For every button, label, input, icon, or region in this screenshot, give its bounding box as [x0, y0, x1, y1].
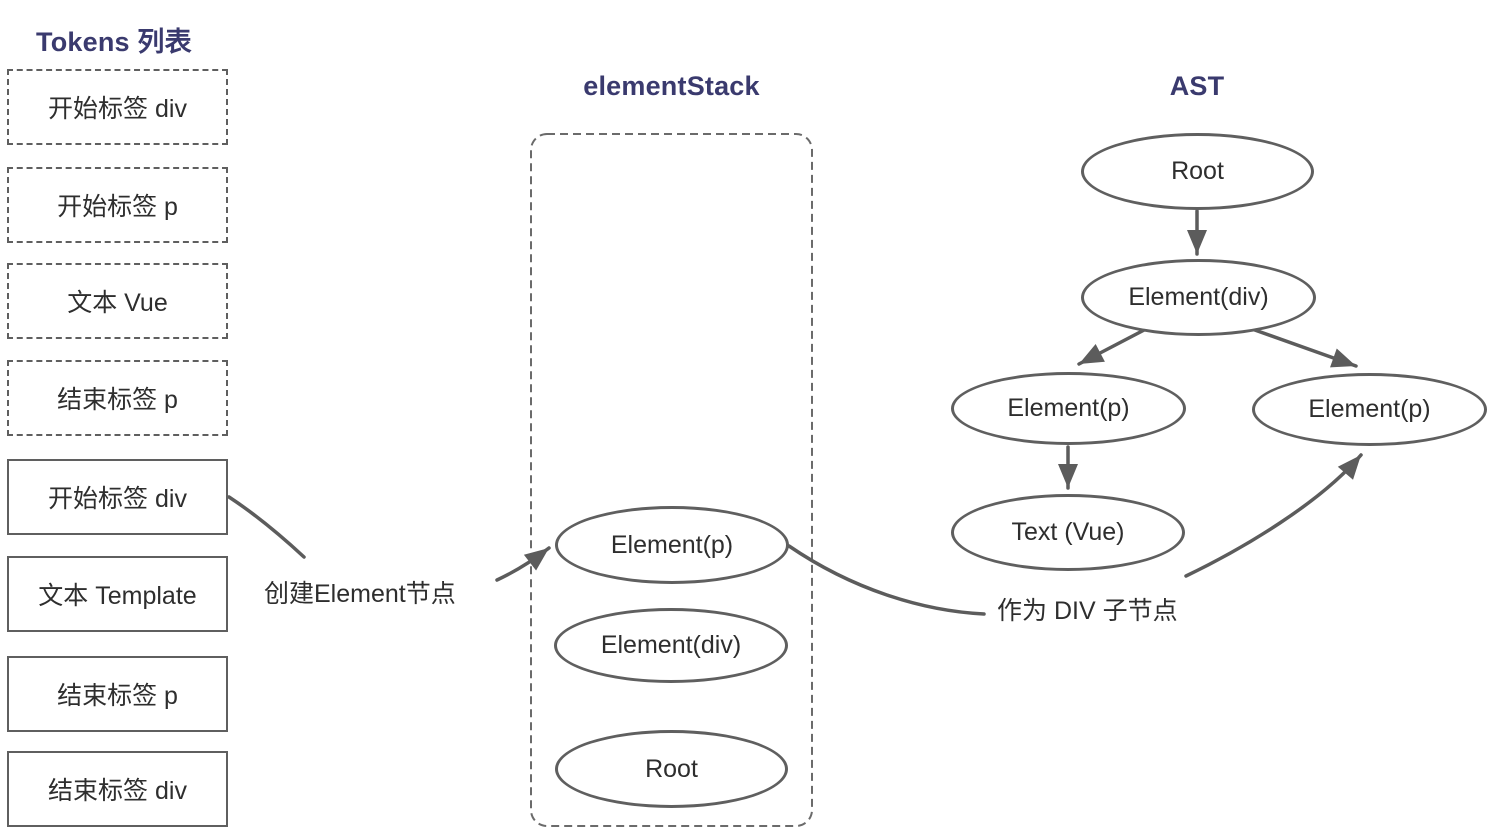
stack-container-outline — [530, 133, 813, 827]
create-element-label: 创建Element节点 — [264, 580, 456, 608]
arrow-token-to-create-label — [227, 495, 306, 559]
ast-node-root: Root — [1081, 133, 1314, 210]
token-end-tag-p-2: 结束标签 p — [7, 656, 228, 732]
token-start-tag-div-1: 开始标签 div — [7, 69, 228, 145]
arrow-ast-div-to-p-right — [1250, 327, 1358, 368]
stack-node-element-p: Element(p) — [555, 506, 789, 584]
curve-stack-p-to-child-label — [787, 544, 986, 616]
token-start-tag-div-2: 开始标签 div — [7, 459, 228, 535]
ast-node-element-p-right: Element(p) — [1252, 373, 1487, 446]
ast-node-text-vue: Text (Vue) — [951, 494, 1185, 571]
arrow-ast-div-to-p-left — [1077, 327, 1148, 366]
token-text-vue: 文本 Vue — [7, 263, 228, 339]
stack-node-root: Root — [555, 730, 788, 808]
token-end-tag-p-1: 结束标签 p — [7, 360, 228, 436]
token-text-template: 文本 Template — [7, 556, 228, 632]
ast-title: AST — [1169, 71, 1225, 101]
stack-node-element-div: Element(div) — [554, 608, 788, 683]
ast-node-element-p-left: Element(p) — [951, 372, 1186, 445]
token-end-tag-div: 结束标签 div — [7, 751, 228, 827]
arrow-child-label-to-ast-p-right — [1184, 453, 1363, 578]
ast-node-element-div: Element(div) — [1081, 259, 1316, 336]
tokens-list-title: Tokens 列表 — [36, 27, 192, 57]
element-stack-title: elementStack — [583, 71, 760, 101]
token-start-tag-p: 开始标签 p — [7, 167, 228, 243]
as-div-child-label: 作为 DIV 子节点 — [997, 597, 1178, 625]
arrow-create-label-to-stack-p — [495, 546, 551, 582]
